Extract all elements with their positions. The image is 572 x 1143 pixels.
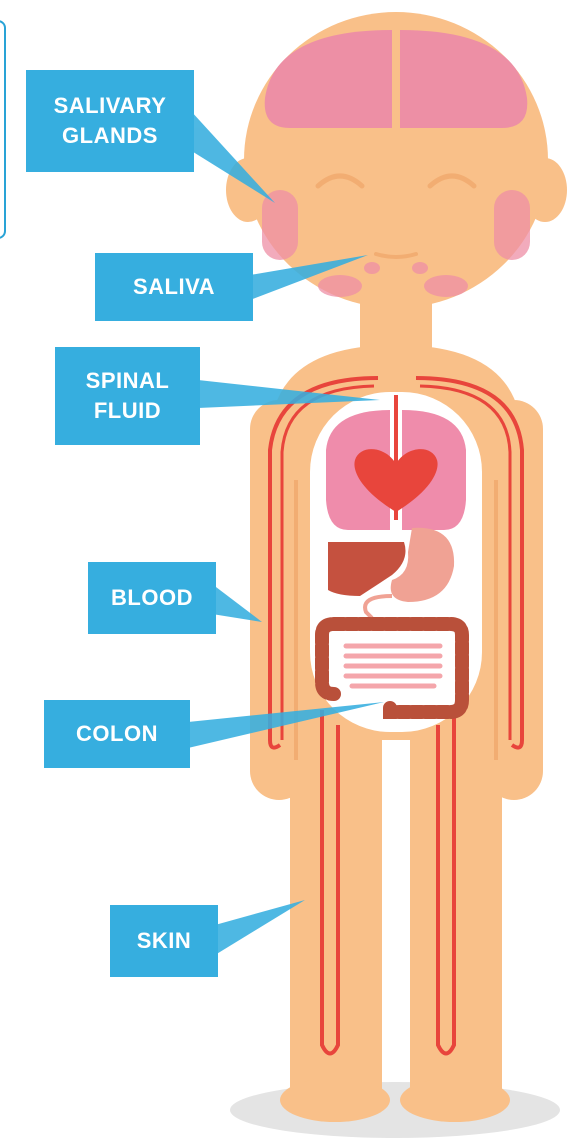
right-foot xyxy=(400,1078,510,1122)
brain-right-hemisphere xyxy=(400,30,527,128)
label-salivary-glands: SALIVARY GLANDS xyxy=(26,70,194,172)
left-submandibular-gland xyxy=(318,275,362,297)
label-spinal-fluid: SPINAL FLUID xyxy=(55,347,200,445)
label-skin: SKIN xyxy=(110,905,218,977)
right-sublingual-gland xyxy=(412,262,428,274)
label-saliva: SALIVA xyxy=(95,253,253,321)
left-sublingual-gland xyxy=(364,262,380,274)
label-colon: COLON xyxy=(44,700,190,768)
right-submandibular-gland xyxy=(424,275,468,297)
right-parotid-gland xyxy=(494,190,530,260)
ground-shadow xyxy=(230,1082,560,1138)
left-foot xyxy=(280,1078,390,1122)
label-blood: BLOOD xyxy=(88,562,216,634)
left-parotid-gland xyxy=(262,190,298,260)
brain-left-hemisphere xyxy=(265,30,392,128)
